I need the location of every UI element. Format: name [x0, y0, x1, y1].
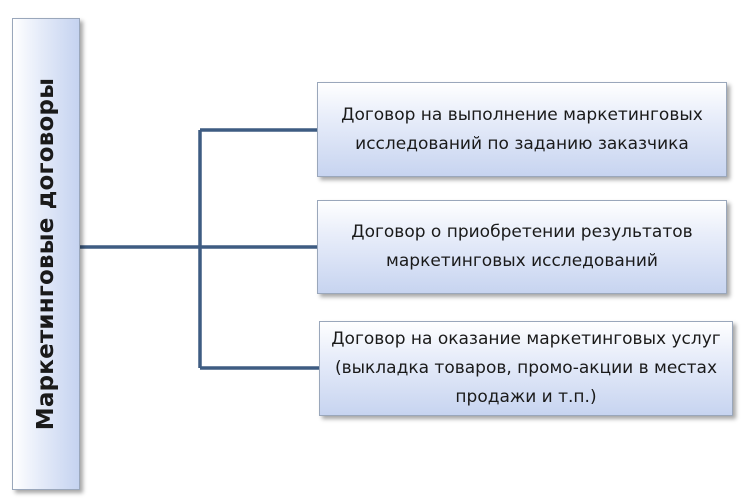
child-node-3: Договор на оказание маркетинговых услуг …: [319, 321, 733, 416]
child-node-2: Договор о приобретении результатов марке…: [317, 200, 727, 294]
child-node-1: Договор на выполнение маркетинговых иссл…: [317, 82, 727, 177]
child-node-2-label: Договор о приобретении результатов марке…: [351, 222, 693, 271]
child-node-1-label: Договор на выполнение маркетинговых иссл…: [341, 104, 703, 154]
child-node-3-label: Договор на оказание маркетинговых услуг …: [331, 329, 721, 407]
root-node: Маркетинговые договоры: [12, 18, 80, 490]
root-node-label: Маркетинговые договоры: [33, 77, 60, 431]
